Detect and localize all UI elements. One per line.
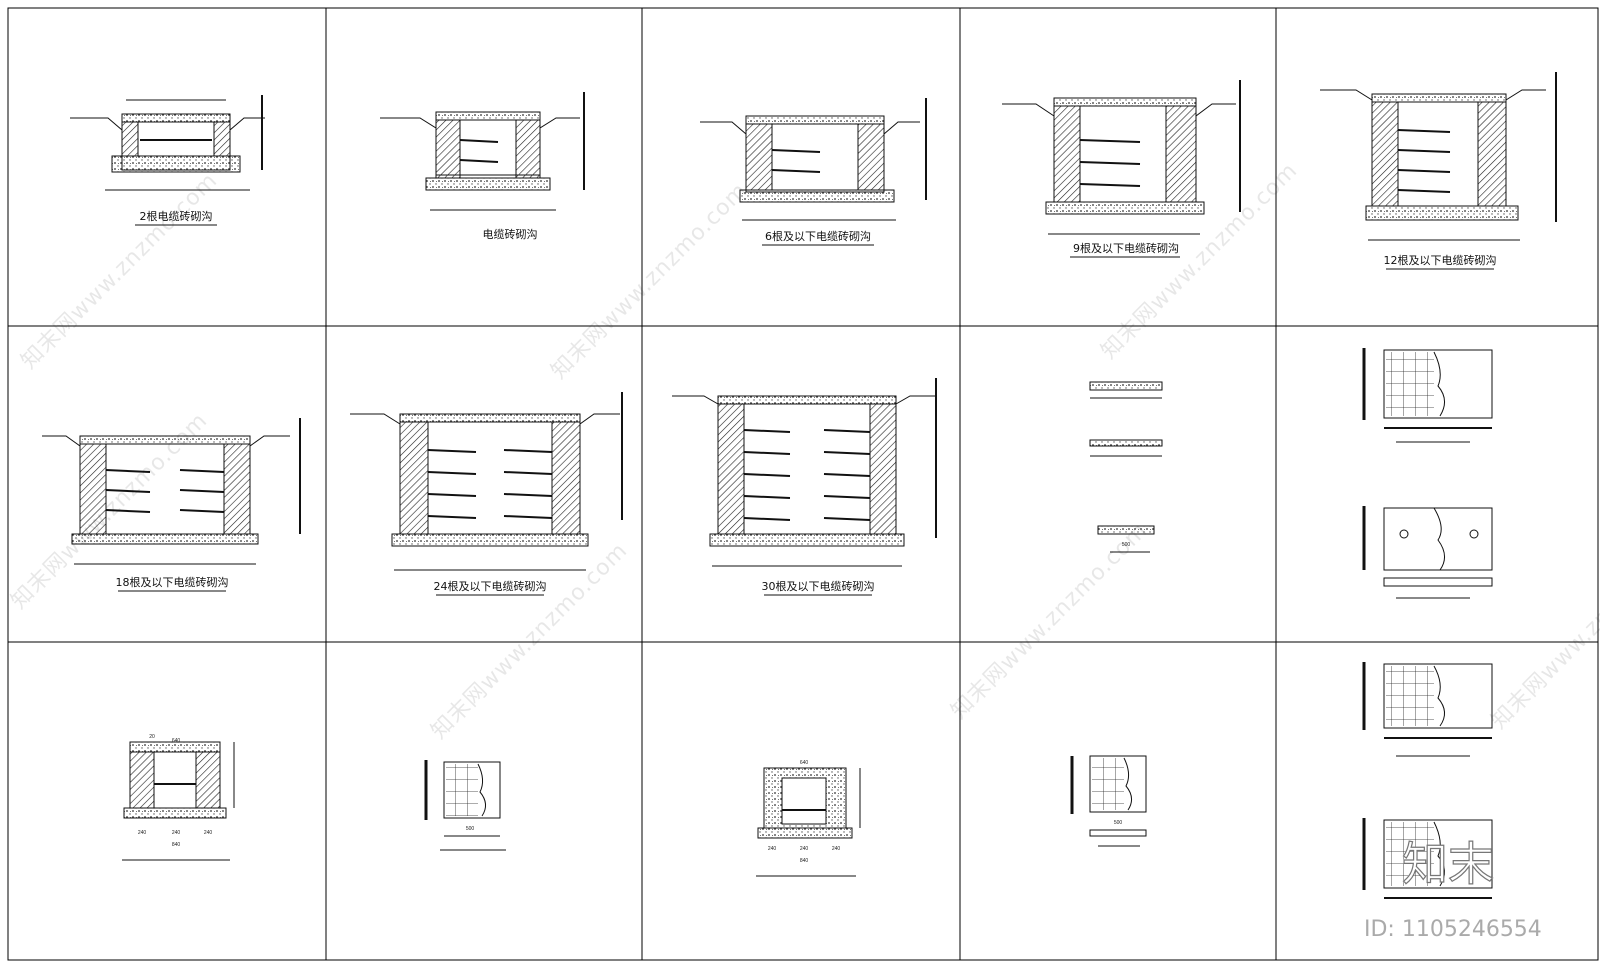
dim-640-a: 640 (172, 738, 181, 744)
watermark-1: 知末网www.znzmo.com (17, 168, 223, 374)
dim-240-b2: 240 (800, 846, 809, 852)
dim-240-a3: 240 (204, 830, 213, 836)
trench-18-cables: 18根及以下电缆砖砌沟 (42, 418, 301, 592)
trench-generic: 电缆砖砌沟 (380, 92, 585, 241)
pull-pit-detail-b: 640 240 240 240 840 (756, 760, 861, 877)
dim-500-slab: 500 (1122, 542, 1131, 548)
dim-840-b: 840 (800, 858, 809, 864)
site-logo: 知末 (1402, 837, 1494, 891)
sheet-grid (7, 7, 1599, 961)
caption-30-cables: 30根及以下电缆砖砌沟 (762, 579, 875, 593)
watermark-5: 知末网www.znzmo.com (427, 538, 633, 744)
caption-generic: 电缆砖砌沟 (483, 227, 538, 241)
caption-6-cables: 6根及以下电缆砖砌沟 (765, 229, 871, 243)
dim-20-a: 20 (149, 734, 155, 740)
trench-9-cables: 9根及以下电缆砖砌沟 (1002, 80, 1241, 258)
caption-2-cables: 2根电缆砖砌沟 (140, 209, 213, 223)
watermark-7: 知末网www.znzmo.com (1487, 528, 1600, 734)
trench-6-cables: 6根及以下电缆砖砌沟 (700, 98, 927, 246)
manhole-cover-plans-lower (1362, 662, 1493, 899)
dim-500-a: 500 (466, 826, 475, 832)
dim-240-a2: 240 (172, 830, 181, 836)
caption-24-cables: 24根及以下电缆砖砌沟 (434, 579, 547, 593)
trench-30-cables: 30根及以下电缆砖砌沟 (672, 378, 937, 596)
manhole-cover-plans (1362, 348, 1493, 599)
watermark-3: 知末网www.znzmo.com (1097, 158, 1303, 364)
caption-9-cables: 9根及以下电缆砖砌沟 (1073, 241, 1179, 255)
caption-12-cables: 12根及以下电缆砖砌沟 (1384, 253, 1497, 267)
dim-240-b3: 240 (832, 846, 841, 852)
trench-24-cables: 24根及以下电缆砖砌沟 (350, 392, 623, 596)
trench-12-cables: 12根及以下电缆砖砌沟 (1320, 72, 1557, 270)
dim-500-b: 500 (1114, 820, 1123, 826)
pull-pit-cover-b: 500 (1070, 755, 1147, 847)
trench-2-cables: 2根电缆砖砌沟 (70, 95, 265, 226)
watermark-6: 知末网www.znzmo.com (947, 518, 1153, 724)
resource-id: ID: 1105246554 (1364, 917, 1542, 942)
dim-240-b1: 240 (768, 846, 777, 852)
watermark-2: 知末网www.znzmo.com (547, 178, 753, 384)
dim-640-b: 640 (800, 760, 809, 766)
caption-18-cables: 18根及以下电缆砖砌沟 (116, 575, 229, 589)
pull-pit-cover-a: 500 (424, 760, 506, 851)
cover-slab-sections: 500 (1089, 381, 1163, 553)
site-badge: 知末 ID: 1105246554 (1364, 836, 1542, 942)
pull-pit-detail-a: 640 20 240 240 240 840 (122, 734, 235, 861)
dim-840-a: 840 (172, 842, 181, 848)
dim-240-a1: 240 (138, 830, 147, 836)
